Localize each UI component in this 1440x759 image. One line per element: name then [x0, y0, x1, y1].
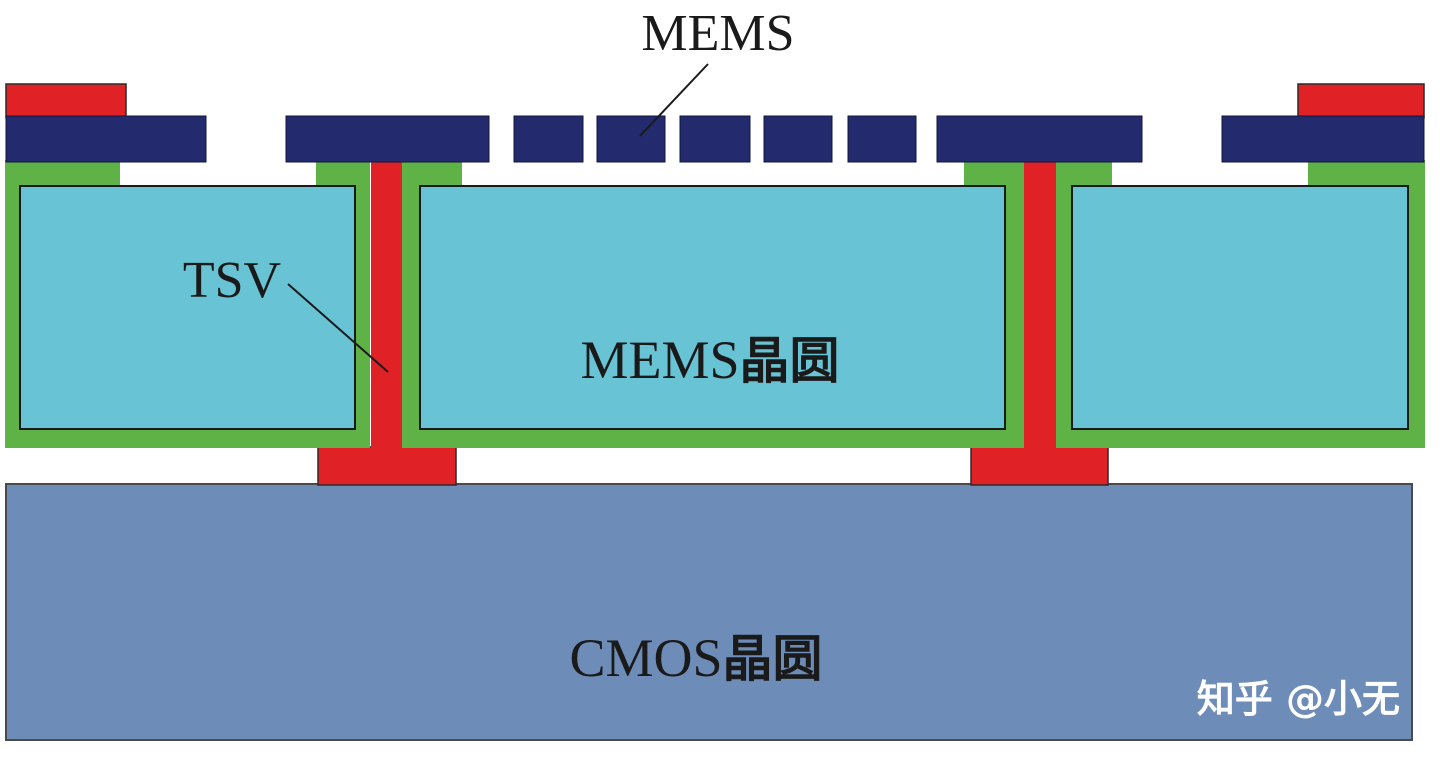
mems-structure-segment — [936, 115, 1143, 163]
mems-label: MEMS — [641, 5, 794, 62]
gap-left-top — [120, 160, 316, 186]
tsv-leader-line — [287, 283, 389, 373]
mems-structure-segment — [285, 115, 490, 163]
mems-leader-line — [639, 63, 709, 137]
mems-structure-segment — [679, 115, 751, 163]
tsv-label: TSV — [183, 252, 281, 309]
mems-wafer-block-right — [1071, 185, 1409, 430]
mems-wafer-label-latin: MEMS — [580, 330, 739, 390]
mems-structure-segment — [5, 115, 207, 163]
bond-pad-left — [317, 446, 457, 486]
mems-structure-segment — [847, 115, 917, 163]
cmos-wafer-label-cjk: 晶圆 — [723, 630, 823, 688]
cmos-wafer — [5, 483, 1413, 741]
top-pad-left — [5, 83, 127, 119]
bond-pad-right — [970, 446, 1109, 486]
mems-structure-layer — [5, 115, 1425, 163]
mems-wafer-block-center — [419, 185, 1006, 430]
mems-structure-segment — [596, 115, 666, 163]
gap-right-top — [1112, 160, 1308, 186]
mems-structure-segment — [513, 115, 584, 163]
gap-center-top — [462, 160, 964, 186]
mems-structure-segment — [763, 115, 833, 163]
tsv-conductor-right — [1024, 160, 1056, 448]
mems-wafer-label-cjk: 晶圆 — [740, 332, 840, 390]
mems-wafer-label: MEMS晶圆 — [580, 330, 839, 390]
cmos-wafer-label: CMOS晶圆 — [569, 628, 822, 688]
mems-wafer-block-left — [19, 185, 356, 430]
tsv-conductor-left — [371, 160, 402, 448]
top-pad-right — [1297, 83, 1425, 119]
mems-structure-segment — [1221, 115, 1425, 163]
cmos-wafer-label-latin: CMOS — [569, 628, 722, 688]
zhihu-watermark: 知乎 @小无 — [1197, 677, 1400, 721]
